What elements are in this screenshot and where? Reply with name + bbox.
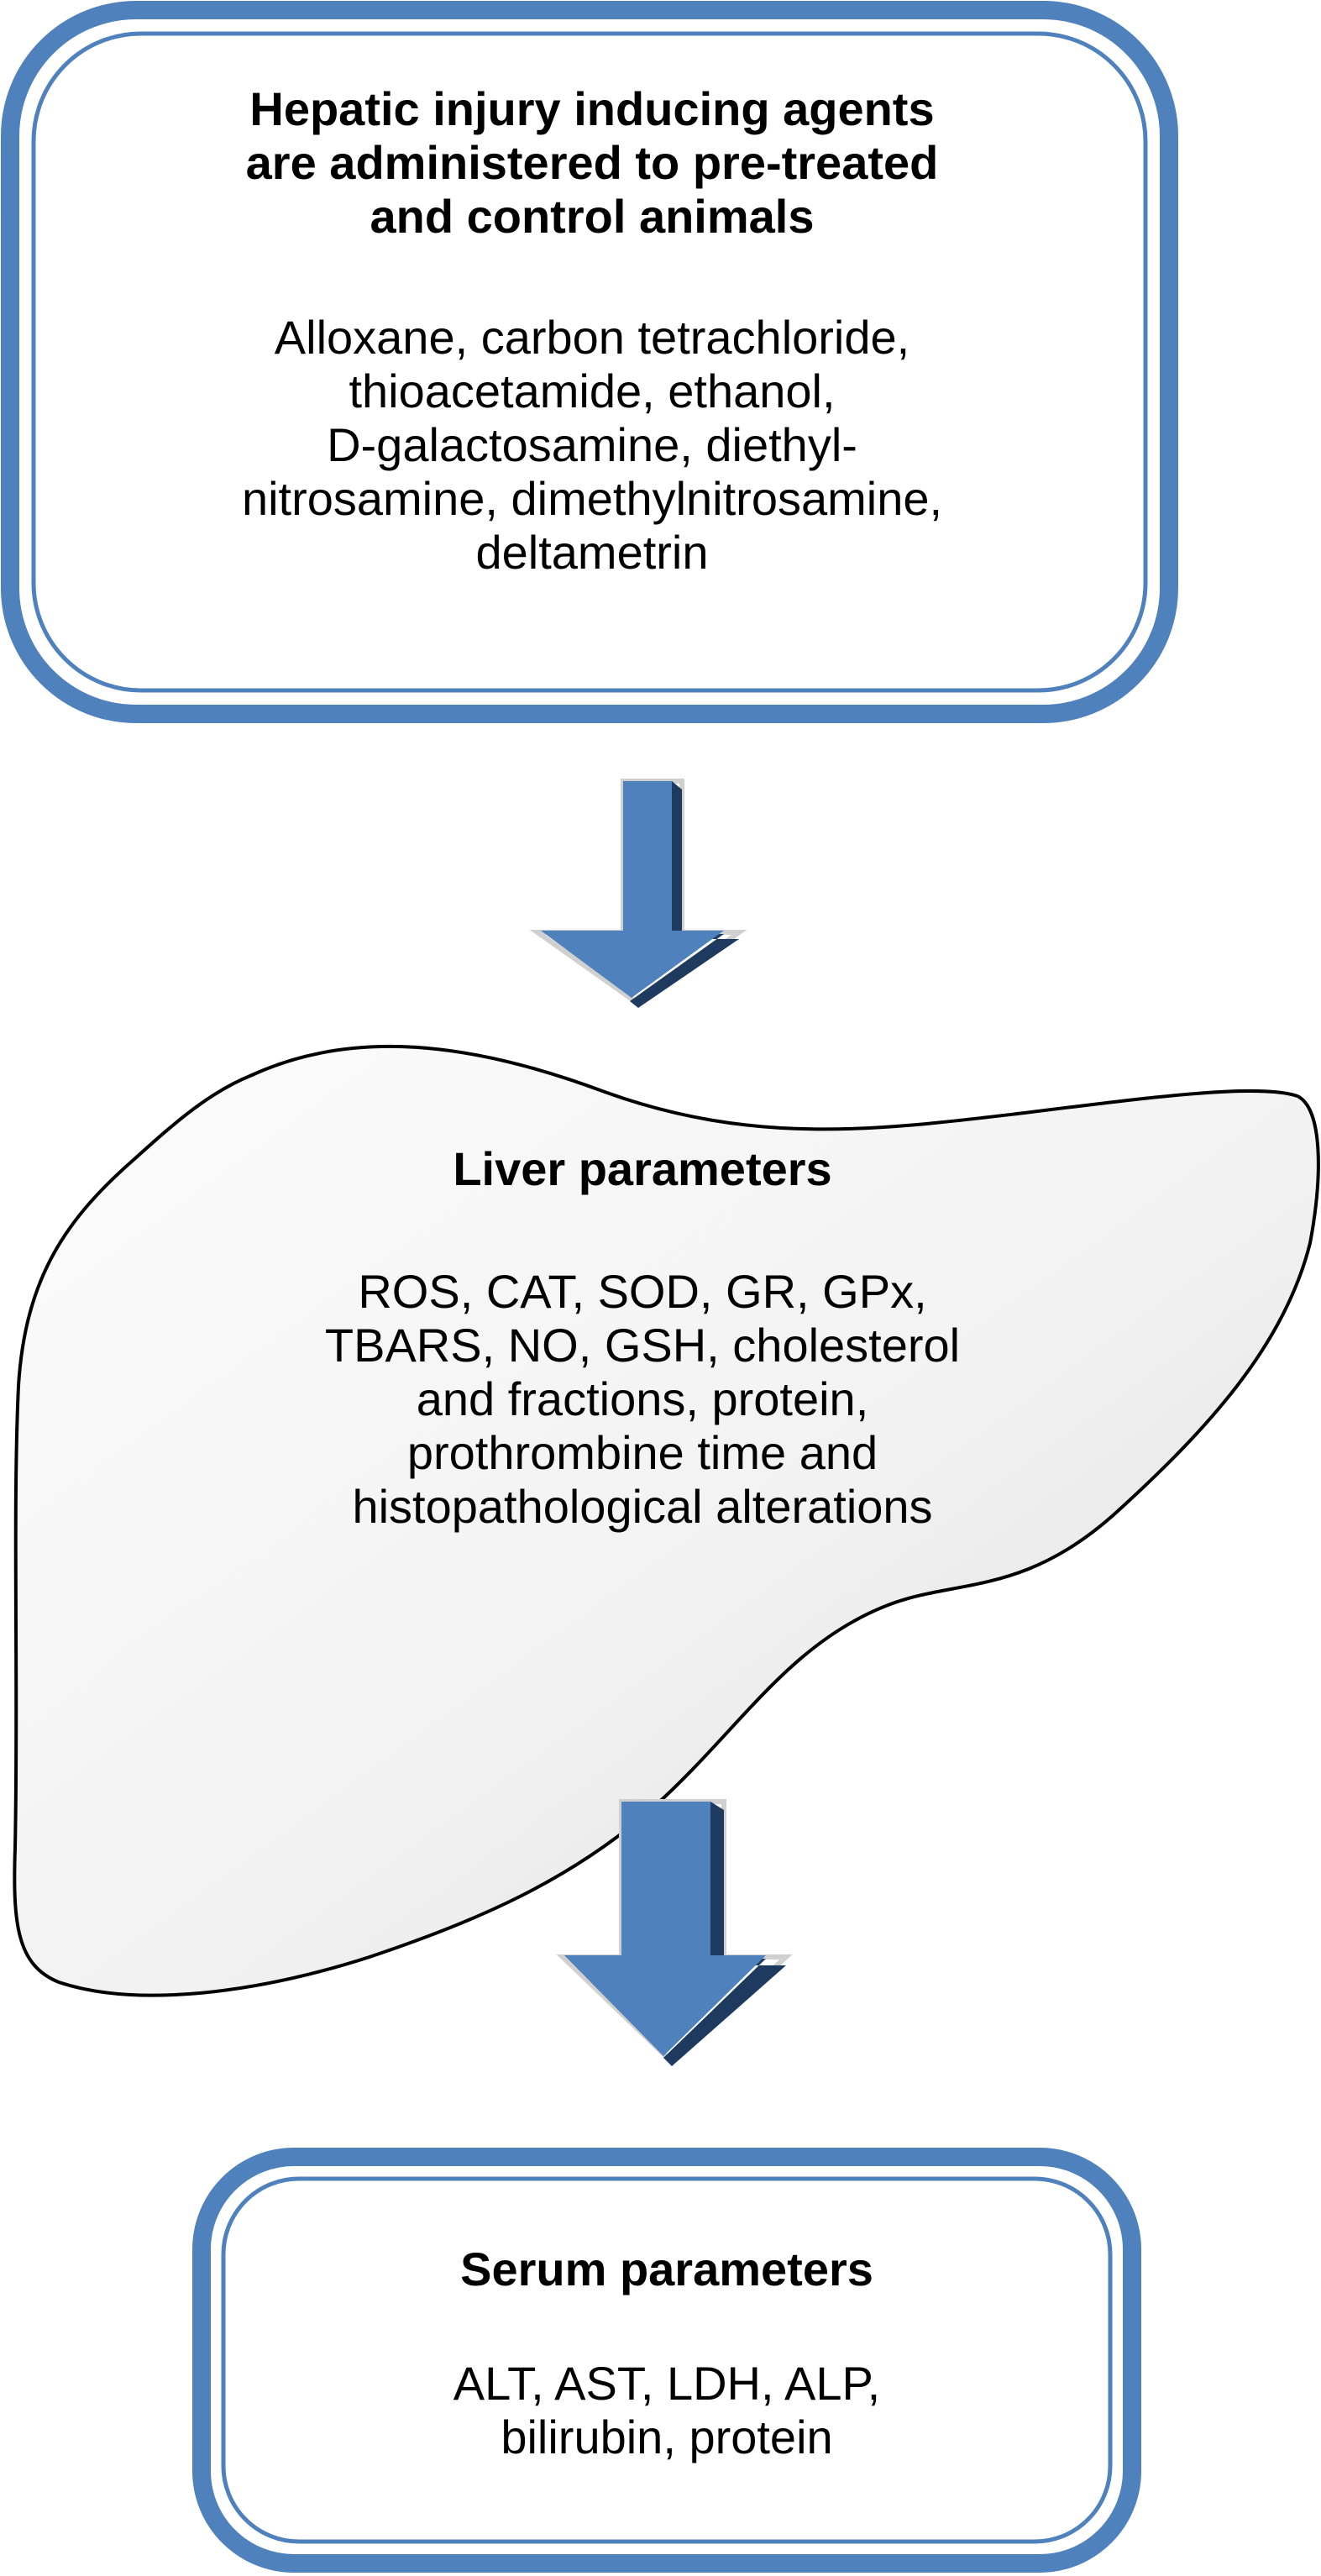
bottom-box-body: ALT, AST, LDH, ALP, bilirubin, protein bbox=[227, 2357, 1107, 2464]
bottom-box-body-line: ALT, AST, LDH, ALP, bbox=[453, 2357, 881, 2410]
top-box-body-line: thioacetamide, ethanol, bbox=[349, 365, 836, 417]
liver-body-line: histopathological alterations bbox=[352, 1480, 933, 1533]
top-box-title: Hepatic injury inducing agents are admin… bbox=[50, 82, 1134, 244]
liver-body-line: and fractions, protein, bbox=[416, 1372, 869, 1425]
arrow-liver-to-serum bbox=[556, 1799, 793, 2066]
liver-body: ROS, CAT, SOD, GR, GPx, TBARS, NO, GSH, … bbox=[168, 1265, 1117, 1534]
bottom-box bbox=[192, 2148, 1141, 2573]
bottom-box-text: Serum parameters ALT, AST, LDH, ALP, bil… bbox=[227, 2243, 1107, 2464]
top-box-text: Hepatic injury inducing agents are admin… bbox=[50, 82, 1134, 580]
bottom-box-title: Serum parameters bbox=[460, 2243, 873, 2295]
top-box-title-line: and control animals bbox=[370, 190, 815, 243]
arrow-top-to-liver bbox=[529, 779, 747, 1008]
liver-body-line: prothrombine time and bbox=[406, 1426, 878, 1479]
bottom-box-body-line: bilirubin, protein bbox=[501, 2411, 833, 2463]
liver-shape bbox=[13, 1044, 1320, 1997]
top-box bbox=[1, 1, 1178, 723]
liver-body-line: ROS, CAT, SOD, GR, GPx, bbox=[358, 1265, 927, 1318]
liver-body-line: TBARS, NO, GSH, cholesterol bbox=[324, 1319, 961, 1372]
top-box-body-line: D-galactosamine, diethyl- bbox=[327, 418, 857, 471]
liver-text: Liver parameters ROS, CAT, SOD, GR, GPx,… bbox=[168, 1142, 1117, 1534]
top-box-body-line: deltametrin bbox=[475, 526, 709, 579]
top-box-body-line: nitrosamine, dimethylnitrosamine, bbox=[241, 472, 943, 525]
top-box-body: Alloxane, carbon tetrachloride, thioacet… bbox=[50, 311, 1134, 580]
top-box-title-line: are administered to pre-treated bbox=[245, 136, 939, 189]
top-box-body-line: Alloxane, carbon tetrachloride, bbox=[274, 311, 910, 364]
top-box-title-line: Hepatic injury inducing agents bbox=[249, 82, 935, 135]
liver-title: Liver parameters bbox=[453, 1142, 832, 1195]
